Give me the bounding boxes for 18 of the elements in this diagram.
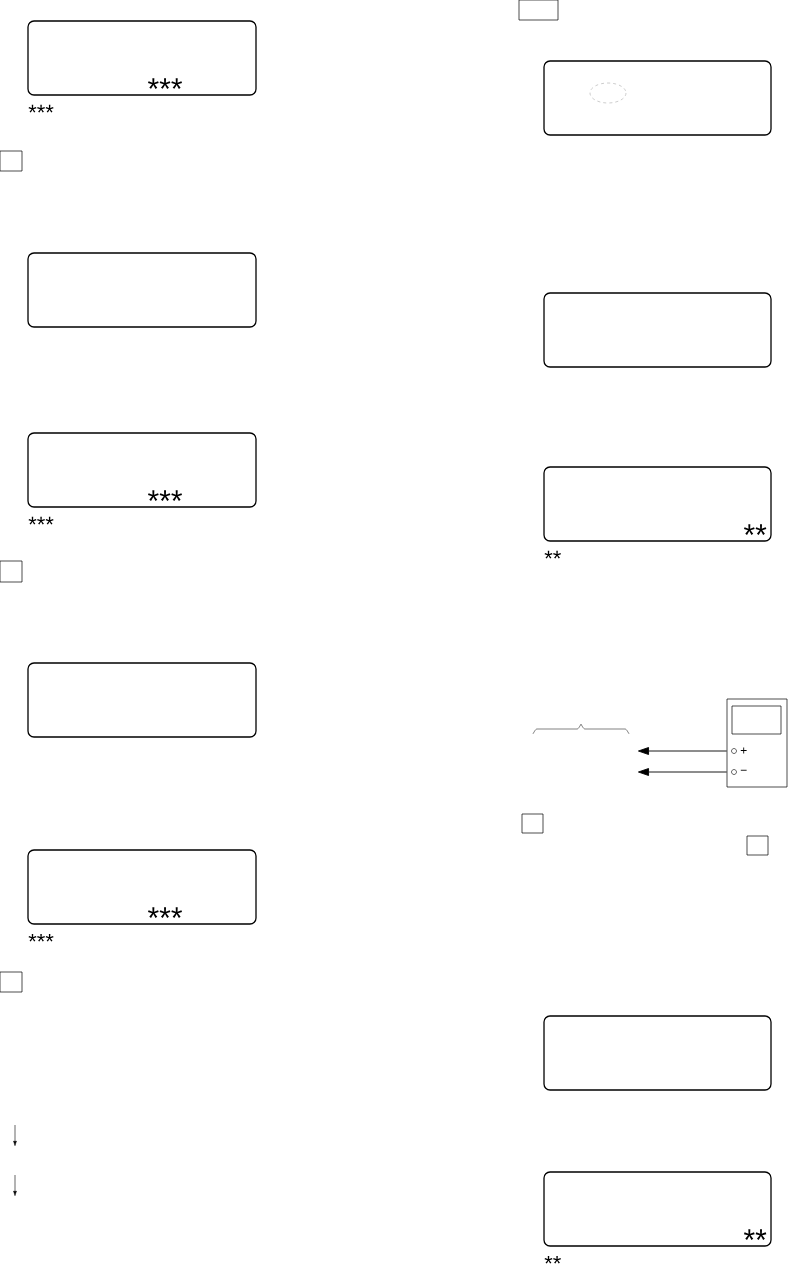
arrow bbox=[637, 747, 728, 755]
display-box: ** ** bbox=[543, 1171, 772, 1264]
node-label: *** bbox=[28, 104, 54, 113]
multimeter-drawing: + − bbox=[726, 698, 788, 788]
display-box bbox=[27, 252, 257, 328]
display-box: ** ** bbox=[543, 466, 772, 559]
node-label: *** bbox=[28, 933, 54, 942]
node-label: ** bbox=[544, 550, 561, 559]
display-box: *** *** bbox=[27, 849, 257, 942]
display-box bbox=[543, 292, 772, 368]
display-box bbox=[27, 662, 257, 738]
display-box bbox=[543, 1015, 772, 1091]
node-label: *** bbox=[28, 516, 54, 525]
arrow bbox=[637, 768, 728, 776]
node-label: ** bbox=[544, 1255, 561, 1264]
display-box bbox=[543, 60, 772, 136]
display-box: *** *** bbox=[27, 432, 257, 525]
display-box: *** *** bbox=[27, 20, 257, 113]
